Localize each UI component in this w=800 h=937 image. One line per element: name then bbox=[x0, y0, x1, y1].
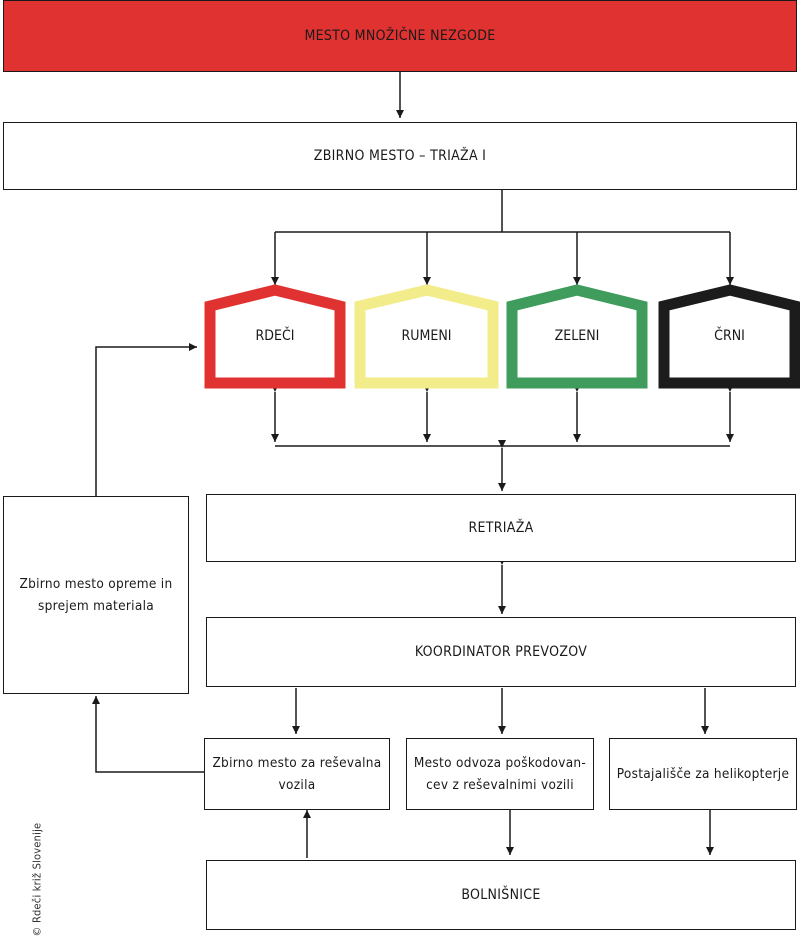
transport-coordinator-box: KOORDINATOR PREVOZOV bbox=[206, 617, 796, 687]
zone-red-label: RDEČI bbox=[255, 328, 295, 344]
hospitals-box: BOLNIŠNICE bbox=[206, 860, 796, 930]
zone-yellow-shape bbox=[354, 284, 499, 389]
hospitals-label: BOLNIŠNICE bbox=[461, 887, 541, 903]
ambulance-pickup-label: Mesto odvoza poškodovan-cev z reševalnim… bbox=[413, 755, 587, 793]
equipment-site-label: Zbirno mesto opreme in sprejem materiala bbox=[19, 576, 173, 614]
zone-red-shape bbox=[204, 284, 346, 389]
zone-green-shape bbox=[506, 284, 648, 389]
triage-label: ZBIRNO MESTO – TRIAŽA I bbox=[313, 148, 487, 164]
zone-yellow-label: RUMENI bbox=[401, 328, 452, 344]
zone-green-label: ZELENI bbox=[554, 328, 600, 344]
ambulance-collection-label: Zbirno mesto za reševalna vozila bbox=[212, 755, 382, 793]
retriage-box: RETRIAŽA bbox=[206, 494, 796, 562]
retriage-label: RETRIAŽA bbox=[468, 520, 534, 536]
credit-label: Rdeči križ Slovenije bbox=[30, 822, 44, 924]
arrow-ambulance-to-equipment bbox=[92, 696, 204, 773]
helipad-label: Postajališče za helikopterje bbox=[616, 766, 790, 782]
triage-box: ZBIRNO MESTO – TRIAŽA I bbox=[3, 122, 797, 190]
helipad-box: Postajališče za helikopterje bbox=[609, 738, 797, 810]
zone-black-shape bbox=[658, 284, 800, 389]
ambulance-pickup-box: Mesto odvoza poškodovan-cev z reševalnim… bbox=[406, 738, 594, 810]
equipment-site-box: Zbirno mesto opreme in sprejem materiala bbox=[3, 496, 189, 694]
incident-site-label: MESTO MNOŽIČNE NEZGODE bbox=[304, 28, 496, 44]
incident-site-box: MESTO MNOŽIČNE NEZGODE bbox=[3, 0, 797, 72]
credit-text: © Rdeči križ Slovenije bbox=[30, 822, 44, 937]
zone-black-label: ČRNI bbox=[714, 328, 745, 344]
ambulance-collection-box: Zbirno mesto za reševalna vozila bbox=[204, 738, 390, 810]
transport-coordinator-label: KOORDINATOR PREVOZOV bbox=[414, 644, 588, 660]
arrow-equipment-to-red bbox=[95, 343, 197, 496]
